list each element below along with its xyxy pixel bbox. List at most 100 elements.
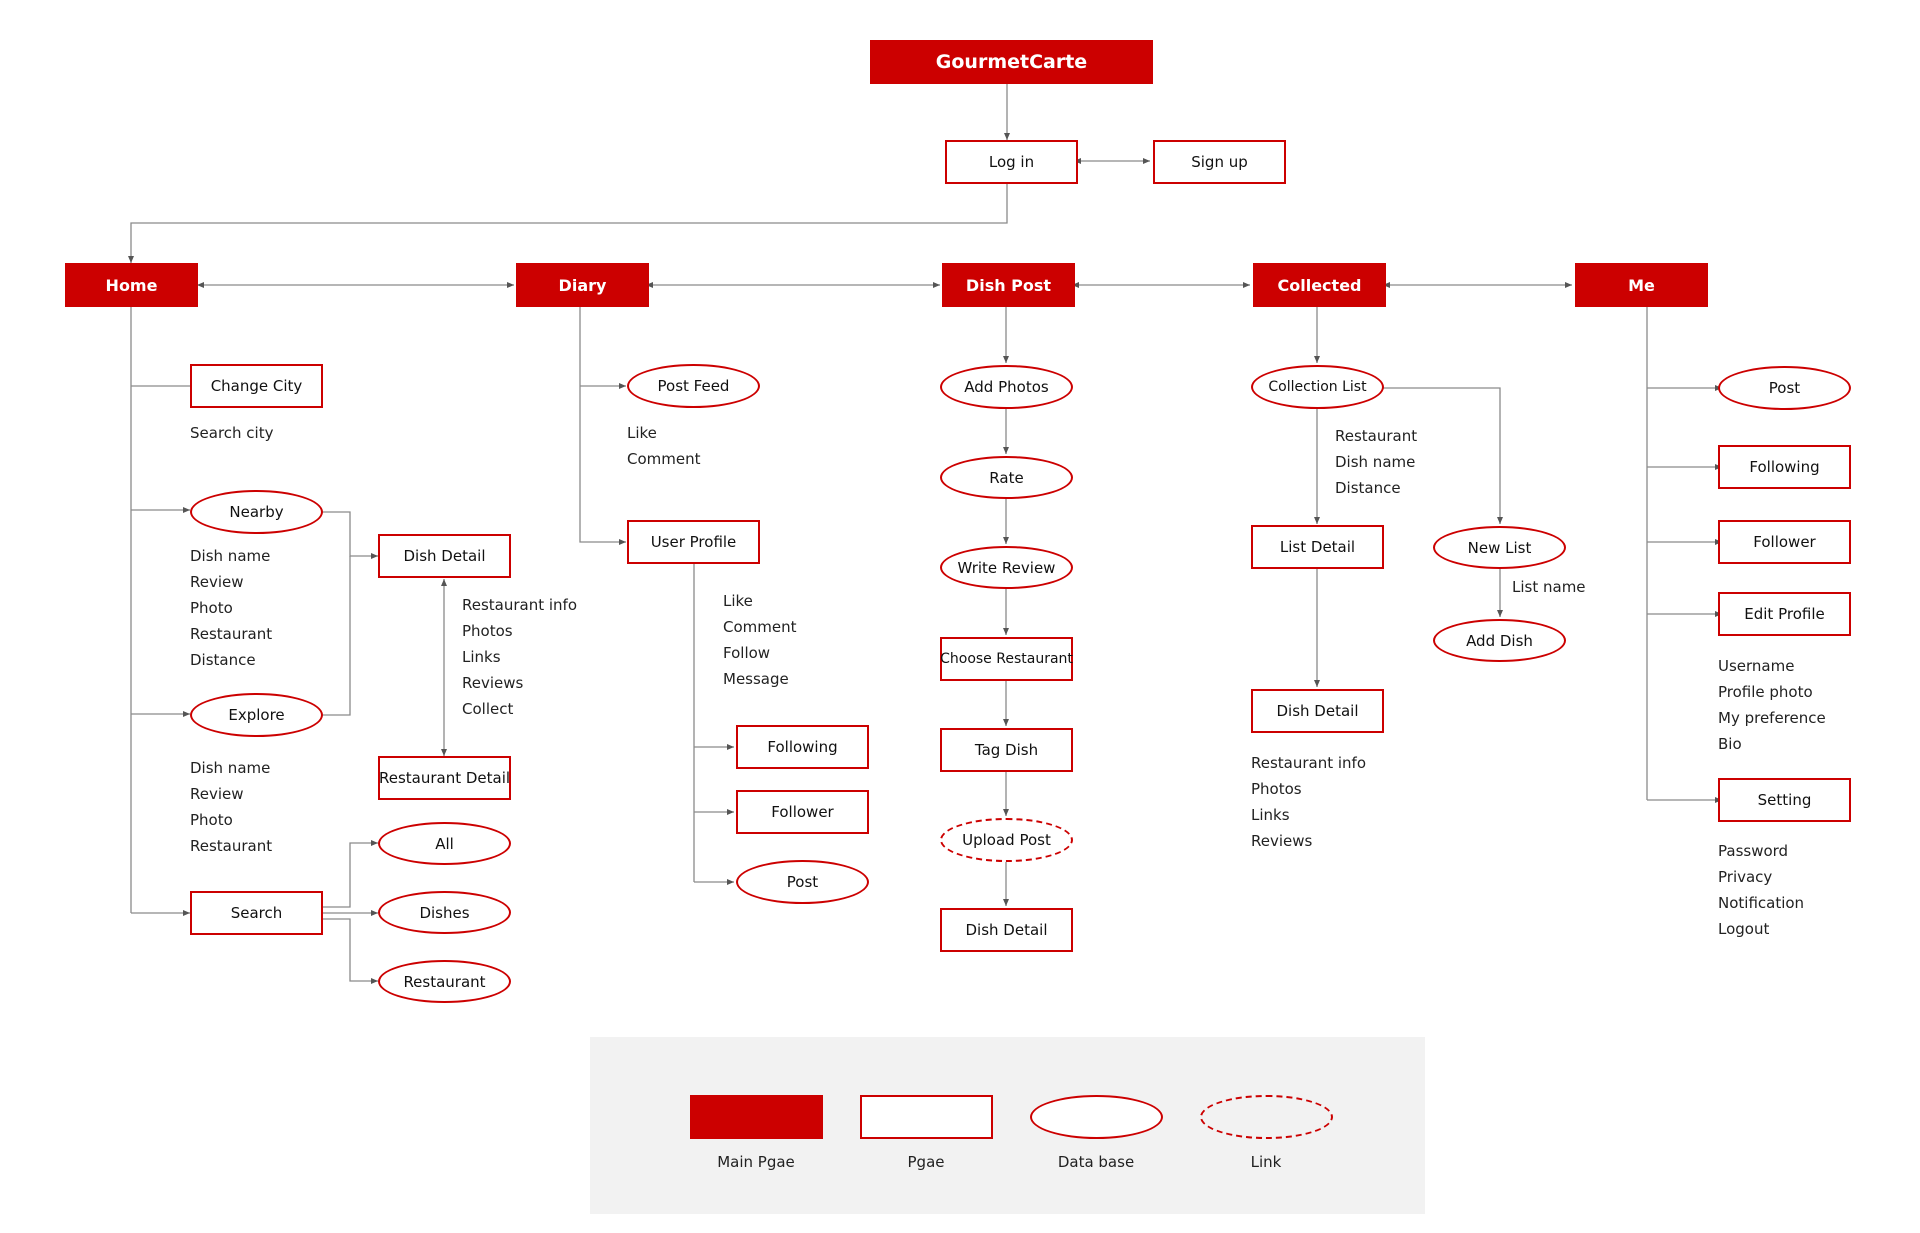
nearby-field: Photo xyxy=(190,599,233,617)
diary-post-database: Post xyxy=(736,860,869,904)
edit-profile-field: Bio xyxy=(1718,735,1742,753)
post-dish-detail-page: Dish Detail xyxy=(940,908,1073,952)
diary-main-page: Diary xyxy=(516,263,649,307)
new-list-database: New List xyxy=(1433,526,1566,569)
legend-link-label: Link xyxy=(1250,1153,1282,1171)
add-dish-database: Add Dish xyxy=(1433,619,1566,662)
edit-profile-field: My preference xyxy=(1718,709,1826,727)
user-profile-fields: Like Comment Follow Message xyxy=(723,588,797,692)
legend-page-swatch xyxy=(860,1095,993,1139)
user-profile-page: User Profile xyxy=(627,520,760,564)
upload-post-link: Upload Post xyxy=(940,818,1073,862)
collection-field: Restaurant xyxy=(1335,427,1418,445)
user-profile-field: Like xyxy=(723,592,753,610)
write-review-database: Write Review xyxy=(940,546,1073,589)
setting-field: Privacy xyxy=(1718,868,1773,886)
collected-dish-detail-fields: Restaurant info Photos Links Reviews xyxy=(1251,750,1366,854)
home-main-page: Home xyxy=(65,263,198,307)
setting-field: Notification xyxy=(1718,894,1805,912)
collection-field: Distance xyxy=(1335,479,1401,497)
user-profile-field: Follow xyxy=(723,644,771,662)
me-follower-page: Follower xyxy=(1718,520,1851,564)
explore-field: Photo xyxy=(190,811,233,829)
edge-list-newlist xyxy=(1383,387,1503,524)
post-feed-field: Like xyxy=(627,424,657,442)
dish-detail-field: Photos xyxy=(1251,780,1302,798)
explore-field: Review xyxy=(190,785,244,803)
legend: Main Pgae Pgae Data base Link xyxy=(590,1037,1425,1214)
me-following-page: Following xyxy=(1718,445,1851,489)
me-main-page: Me xyxy=(1575,263,1708,307)
tag-dish-page: Tag Dish xyxy=(940,728,1073,772)
explore-database: Explore xyxy=(190,693,323,737)
setting-field: Logout xyxy=(1718,920,1770,938)
dish-detail-field: Collect xyxy=(462,700,514,718)
explore-field: Dish name xyxy=(190,759,271,777)
dish-detail-field: Restaurant info xyxy=(462,596,578,614)
nearby-field: Review xyxy=(190,573,244,591)
search-dishes-database: Dishes xyxy=(378,891,511,934)
choose-restaurant-page: Choose Restaurant xyxy=(940,637,1073,681)
diary-follower-page: Follower xyxy=(736,790,869,834)
app-title-node: GourmetCarte xyxy=(870,40,1153,84)
dish-detail-field: Links xyxy=(462,648,501,666)
me-post-database: Post xyxy=(1718,366,1851,410)
collected-main-page: Collected xyxy=(1253,263,1386,307)
home-dish-detail-fields: Restaurant info Photos Links Reviews Col… xyxy=(462,592,577,722)
edit-profile-page: Edit Profile xyxy=(1718,592,1851,636)
dish-post-main-page: Dish Post xyxy=(942,263,1075,307)
change-city-page: Change City xyxy=(190,364,323,408)
search-restaurant-database: Restaurant xyxy=(378,960,511,1003)
nearby-fields: Dish name Review Photo Restaurant Distan… xyxy=(190,543,272,673)
edit-profile-fields: Username Profile photo My preference Bio xyxy=(1718,653,1826,757)
setting-fields: Password Privacy Notification Logout xyxy=(1718,838,1804,942)
legend-main-page-swatch xyxy=(690,1095,823,1139)
collection-list-database: Collection List xyxy=(1251,365,1384,409)
edge-search-restaurant xyxy=(322,918,378,984)
collection-field: Dish name xyxy=(1335,453,1416,471)
user-profile-field: Message xyxy=(723,670,789,688)
legend-main-page-label: Main Pgae xyxy=(717,1153,795,1171)
collected-dish-detail-page: Dish Detail xyxy=(1251,689,1384,733)
dish-detail-field: Reviews xyxy=(1251,832,1313,850)
legend-database-swatch xyxy=(1030,1095,1163,1139)
setting-page: Setting xyxy=(1718,778,1851,822)
login-page: Log in xyxy=(945,140,1078,184)
diary-following-page: Following xyxy=(736,725,869,769)
search-all-database: All xyxy=(378,822,511,865)
list-name-annotation: List name xyxy=(1512,578,1586,596)
list-detail-page: List Detail xyxy=(1251,525,1384,569)
home-dish-detail-page: Dish Detail xyxy=(378,534,511,578)
edge-search-all xyxy=(322,840,378,908)
setting-field: Password xyxy=(1718,842,1789,860)
add-photos-database: Add Photos xyxy=(940,365,1073,409)
nearby-database: Nearby xyxy=(190,490,323,534)
dish-detail-field: Photos xyxy=(462,622,513,640)
edge-nearby-dishdetail xyxy=(322,511,378,559)
edge-explore-dishdetail xyxy=(322,556,351,716)
search-page: Search xyxy=(190,891,323,935)
collection-list-fields: Restaurant Dish name Distance xyxy=(1335,423,1417,501)
edit-profile-field: Username xyxy=(1718,657,1795,675)
nearby-field: Distance xyxy=(190,651,256,669)
dish-detail-field: Restaurant info xyxy=(1251,754,1367,772)
post-feed-database: Post Feed xyxy=(627,364,760,408)
legend-database-label: Data base xyxy=(1057,1153,1135,1171)
explore-field: Restaurant xyxy=(190,837,273,855)
dish-detail-field: Reviews xyxy=(462,674,524,692)
edit-profile-field: Profile photo xyxy=(1718,683,1813,701)
post-feed-field: Comment xyxy=(627,450,701,468)
explore-fields: Dish name Review Photo Restaurant xyxy=(190,755,272,859)
legend-page-label: Pgae xyxy=(907,1153,945,1171)
nearby-field: Dish name xyxy=(190,547,271,565)
dish-detail-field: Links xyxy=(1251,806,1290,824)
edge-diary-trunk xyxy=(579,307,626,545)
legend-link-swatch xyxy=(1200,1095,1333,1139)
nearby-field: Restaurant xyxy=(190,625,273,643)
rate-database: Rate xyxy=(940,456,1073,499)
edge-login-home xyxy=(128,183,1008,263)
user-profile-field: Comment xyxy=(723,618,797,636)
post-feed-fields: Like Comment xyxy=(627,420,701,472)
